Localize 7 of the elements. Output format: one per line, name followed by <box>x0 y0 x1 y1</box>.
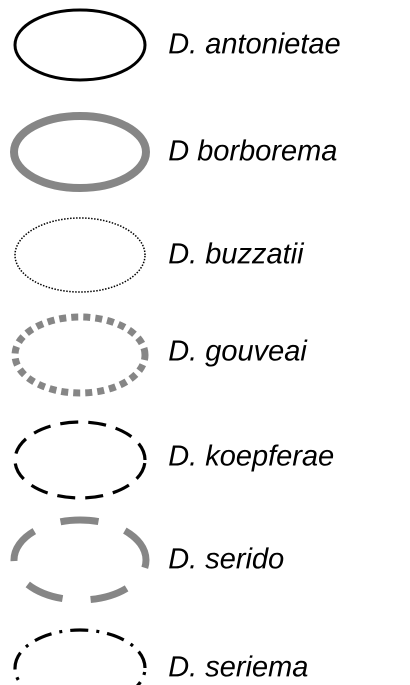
legend-label: D. gouveai <box>169 339 308 367</box>
legend-label: D. buzzatii <box>169 242 304 264</box>
legend-label: D. antonietae <box>169 32 340 54</box>
legend-label: D. koepferae <box>169 444 334 472</box>
legend-label: D borborema <box>169 139 336 161</box>
legend-label: D. serido <box>169 547 284 569</box>
legend-label: D. seriema <box>169 655 308 677</box>
